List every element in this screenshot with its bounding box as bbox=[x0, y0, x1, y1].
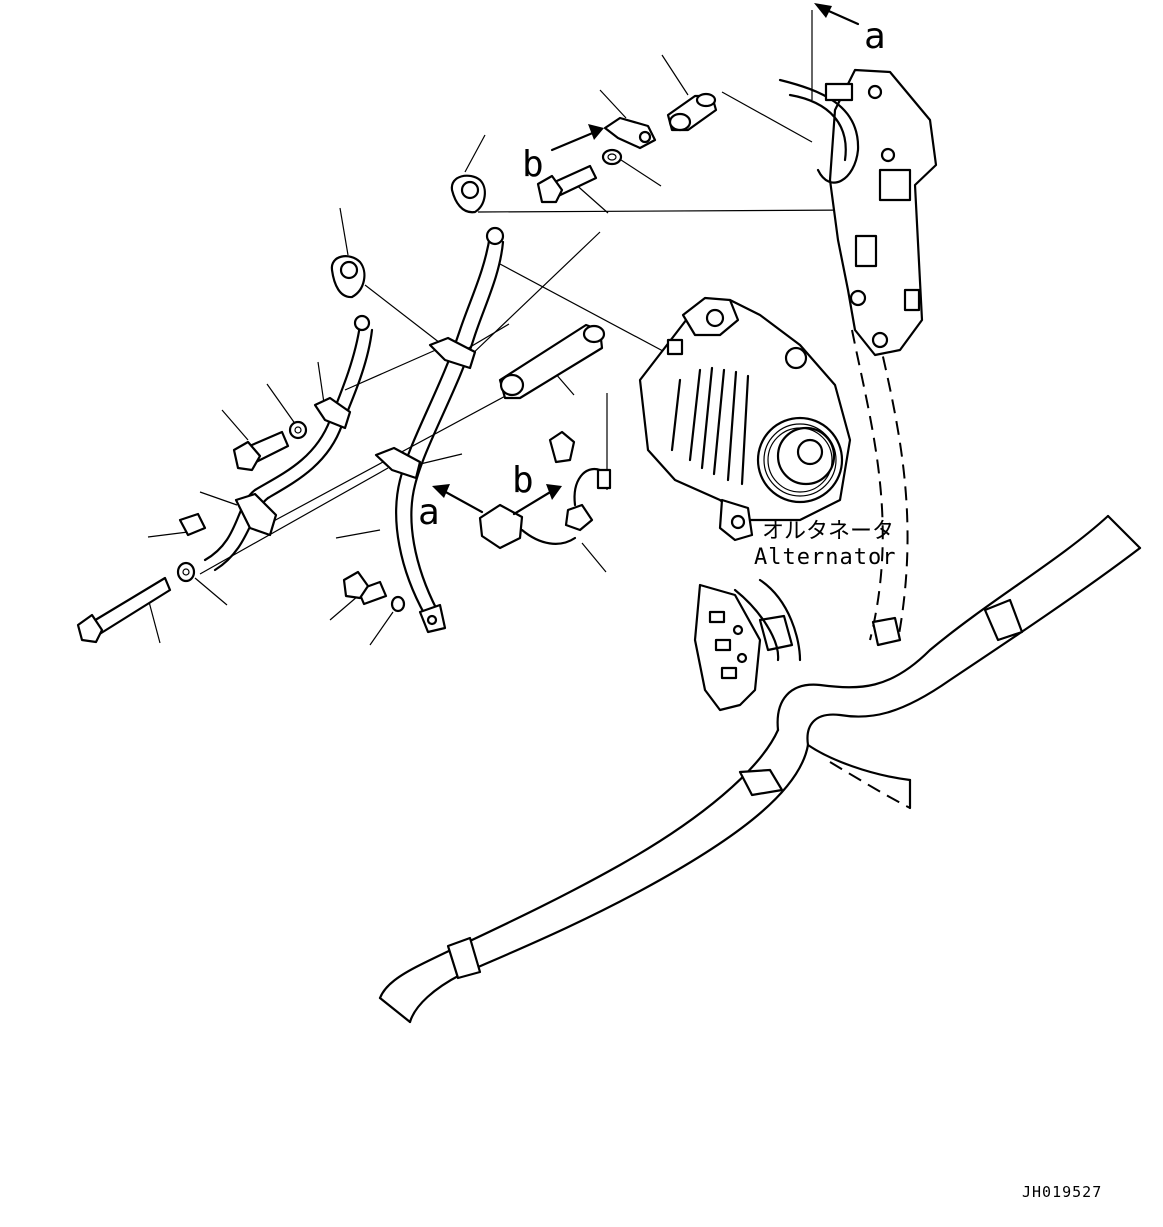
top-small-parts bbox=[330, 92, 718, 299]
cable-assemblies bbox=[76, 226, 612, 644]
main-harness bbox=[378, 329, 1142, 1024]
callout-leaders bbox=[147, 54, 689, 646]
drawing-number: JH019527 bbox=[1022, 1183, 1102, 1201]
mounting-bracket bbox=[778, 68, 938, 357]
reference-arrows bbox=[432, 3, 860, 516]
alternator-body bbox=[638, 296, 852, 542]
callout-a-left: a bbox=[418, 492, 440, 533]
callout-a-top: a bbox=[864, 16, 886, 57]
alternator-label-english: Alternator bbox=[754, 545, 896, 570]
callout-b-left: b bbox=[512, 460, 534, 501]
connector-block bbox=[693, 583, 762, 712]
alternator-label-japanese: オルタネータ bbox=[762, 519, 894, 544]
callout-b-top: b bbox=[522, 144, 544, 185]
